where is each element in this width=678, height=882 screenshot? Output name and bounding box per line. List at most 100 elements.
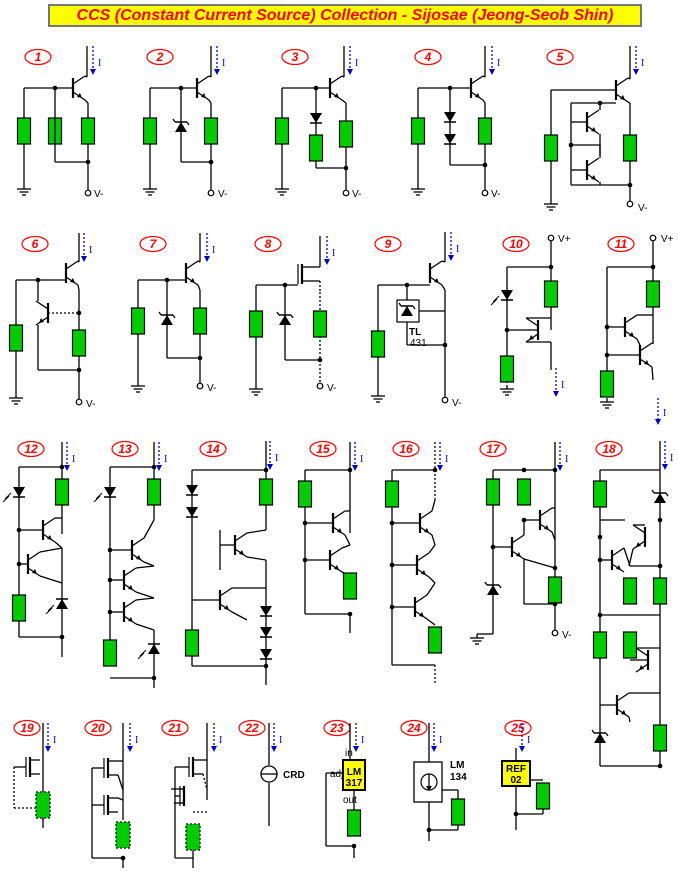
circuit-number: 22 [244, 721, 259, 735]
junction-dot [107, 577, 113, 583]
junction-dot [650, 264, 656, 270]
wire [627, 77, 631, 80]
zener-diode-icon [484, 581, 488, 586]
ic-label: LM [450, 760, 464, 771]
current-arrow-icon [553, 391, 559, 397]
resistor [516, 478, 532, 506]
diode-icon [186, 485, 198, 495]
transistor-icon [185, 260, 199, 270]
junction-dot [432, 467, 438, 473]
current-arrow-icon [347, 69, 353, 75]
current-label: I [663, 408, 666, 419]
terminal [547, 234, 555, 242]
transistor-icon [416, 552, 430, 562]
transistor-icon [332, 510, 346, 520]
terminal [626, 200, 634, 208]
circuit-number: 2 [156, 50, 164, 64]
circuit-18: 18I [591, 440, 673, 769]
resistor [338, 120, 354, 148]
supply-label: V- [638, 203, 647, 214]
terminal [441, 396, 449, 404]
circuit-19: 19I [13, 719, 56, 828]
resistor [622, 631, 638, 659]
zener-diode-icon [175, 122, 187, 132]
current-label: I [561, 380, 564, 391]
transistor-arrow-icon [334, 565, 339, 570]
led-light-icon [47, 604, 55, 612]
current-arrow-icon [204, 256, 210, 262]
circuit-number: 6 [32, 237, 39, 251]
wire [77, 284, 80, 291]
resistor [146, 478, 162, 506]
current-label: I [355, 58, 358, 69]
transistor-arrow-icon [239, 550, 244, 555]
resistor [450, 798, 466, 826]
current-arrow-icon [64, 465, 70, 471]
resistor [427, 626, 443, 654]
current-label: I [212, 245, 215, 256]
wire [117, 797, 124, 801]
resistor [645, 280, 661, 308]
resistor [8, 324, 24, 352]
transistor-icon [639, 342, 653, 352]
current-arrow-icon [431, 746, 437, 752]
terminal [75, 398, 83, 406]
zener-diode-icon [401, 306, 413, 316]
wire [143, 561, 155, 567]
resistor [297, 480, 313, 508]
junction-dot [657, 763, 663, 769]
zener-diode-icon [158, 311, 162, 316]
resistor [622, 134, 638, 162]
wire [197, 260, 201, 263]
current-arrow-icon [211, 746, 217, 752]
current-arrow-icon [448, 255, 454, 261]
pin-label: in [345, 748, 353, 759]
junction-dot [657, 517, 663, 523]
resistor [102, 639, 118, 667]
resistor [71, 329, 87, 357]
transistor-arrow-icon [47, 535, 52, 540]
circuit-number-badge [400, 719, 428, 737]
junction-dot [59, 464, 65, 470]
junction-dot [302, 520, 308, 526]
led-light-icon [2, 495, 10, 503]
current-label: I [135, 735, 138, 746]
current-label: I [164, 454, 167, 465]
current-label: I [527, 735, 530, 746]
circuit-number-badge [281, 48, 309, 66]
junction-dot [490, 544, 496, 550]
supply-label: V- [452, 398, 461, 409]
ic-label: TL [409, 327, 421, 338]
circuit-number-badge [24, 48, 52, 66]
wire [341, 99, 347, 104]
transistor-arrow-icon [128, 585, 133, 590]
junction-dot [604, 324, 610, 330]
resistor [130, 307, 146, 335]
zener-diode-icon [276, 311, 280, 316]
zener-diode-icon [651, 489, 655, 494]
resistor [599, 370, 615, 398]
wire [143, 519, 155, 539]
zener-diode-icon [591, 729, 595, 734]
terminal [551, 629, 559, 637]
junction-dot [389, 604, 395, 610]
pin-label: adj [330, 769, 343, 780]
transistor-icon [624, 314, 638, 324]
resistor [308, 134, 324, 162]
transistor-arrow-icon [424, 528, 429, 533]
led-light-icon [93, 495, 101, 503]
resistor [543, 280, 559, 308]
current-arrow-icon [557, 465, 563, 471]
resistor [274, 117, 290, 145]
transistor-arrow-icon [190, 278, 195, 283]
current-arrow-icon [267, 464, 273, 470]
wire [135, 565, 155, 569]
transistor-arrow-icon [616, 565, 621, 570]
transistor-arrow-icon [224, 605, 229, 610]
resistor [592, 480, 608, 508]
current-arrow-icon [662, 464, 668, 470]
transistor-arrow-icon [636, 542, 641, 547]
circuit-number: 1 [35, 50, 42, 64]
